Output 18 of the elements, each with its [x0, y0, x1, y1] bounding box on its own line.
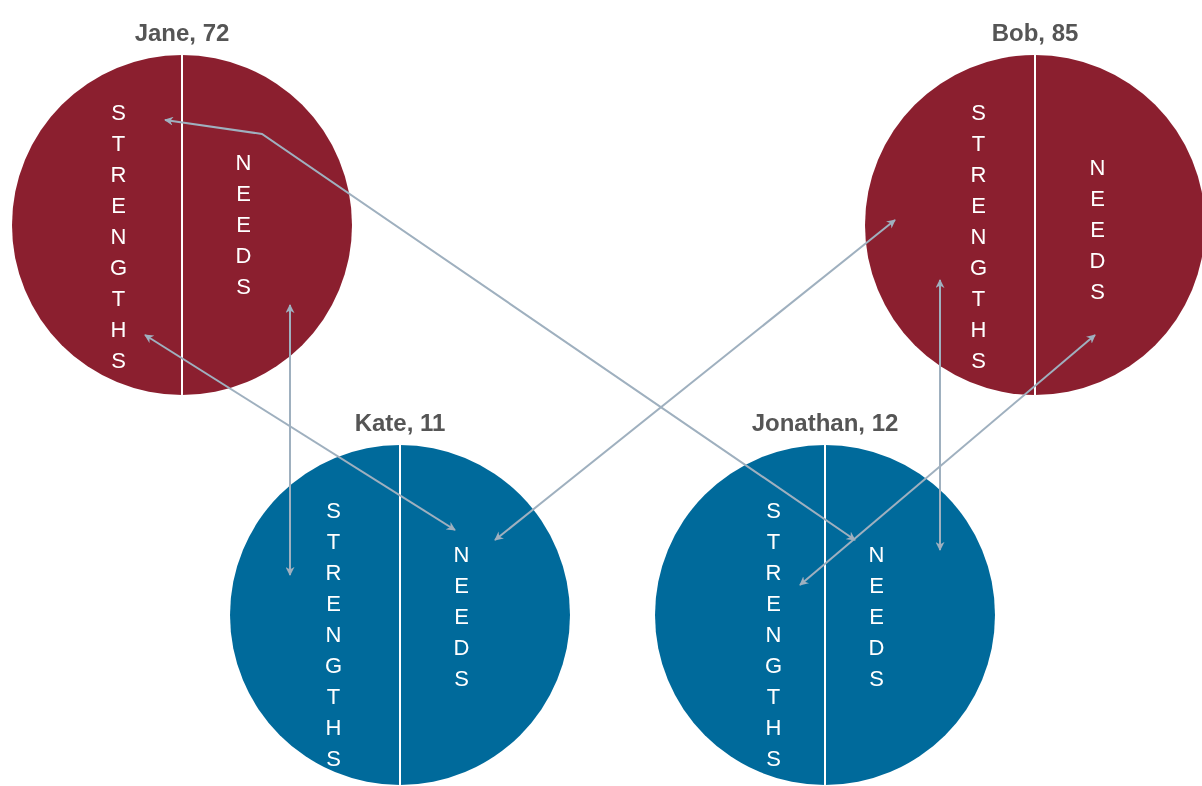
name-heading: Jonathan, 12: [750, 408, 900, 438]
double-arrow: [799, 334, 1096, 586]
vertical-text: STRENGTHS: [321, 498, 345, 777]
vertical-text: NEEDS: [1085, 155, 1109, 310]
vertical-text: NEEDS: [864, 542, 888, 697]
name-heading: Jane, 72: [133, 18, 231, 48]
vertical-text: NEEDS: [449, 542, 473, 697]
name-heading: Bob, 85: [990, 18, 1080, 48]
double-arrow: [494, 219, 896, 541]
double-arrow: [164, 116, 856, 541]
double-arrow: [285, 304, 295, 576]
vertical-text: NEEDS: [231, 150, 255, 305]
double-arrow: [935, 279, 945, 551]
vertical-text: STRENGTHS: [761, 498, 785, 777]
name-heading: Kate, 11: [353, 408, 447, 438]
vertical-text: STRENGTHS: [106, 100, 130, 379]
vertical-text: STRENGTHS: [966, 100, 990, 379]
double-arrow: [144, 334, 456, 531]
